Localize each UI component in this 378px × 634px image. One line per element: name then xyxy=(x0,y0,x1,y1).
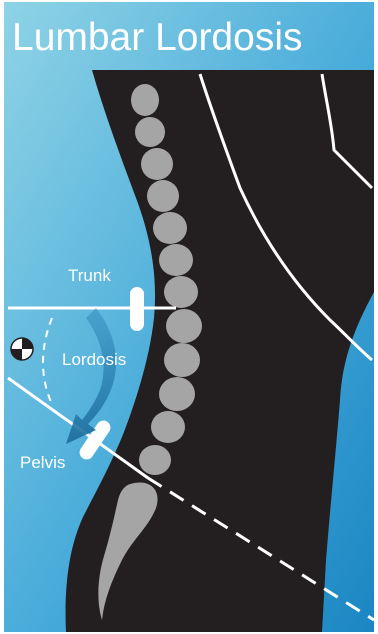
vertebra xyxy=(147,180,179,212)
vertebra xyxy=(159,244,193,276)
vertebra xyxy=(141,148,173,180)
vertebra xyxy=(139,445,171,475)
vertebra xyxy=(135,117,165,147)
vertebra xyxy=(166,309,202,343)
diagram-title: Lumbar Lordosis xyxy=(12,16,302,59)
vertebra xyxy=(153,212,187,244)
center-of-mass-icon xyxy=(11,338,33,360)
trunk-label: Trunk xyxy=(68,266,111,285)
pelvis-label: Pelvis xyxy=(20,453,65,472)
vertebra xyxy=(159,377,195,411)
vertebra xyxy=(164,276,198,308)
lordosis-label: Lordosis xyxy=(62,350,126,369)
trunk-marker xyxy=(130,287,144,331)
vertebra xyxy=(151,411,185,443)
vertebra xyxy=(164,343,200,377)
vertebra xyxy=(131,84,159,116)
